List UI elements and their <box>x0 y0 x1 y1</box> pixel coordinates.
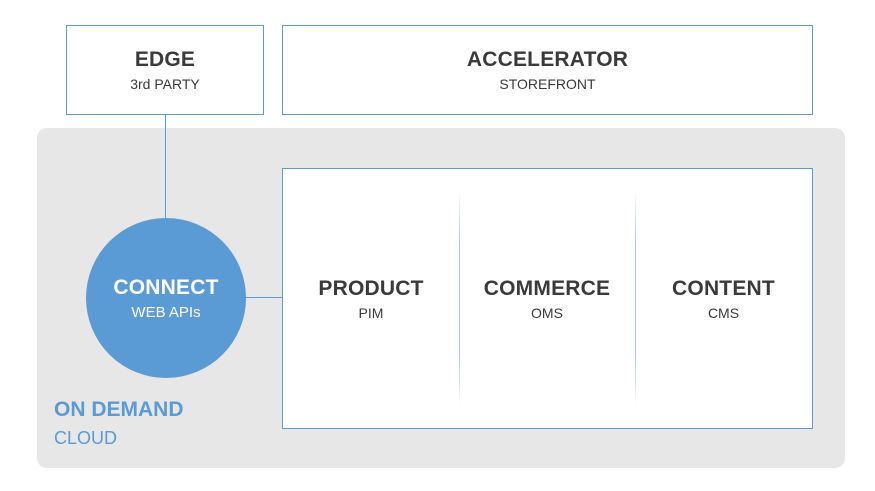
connect-title: CONNECT <box>113 275 219 299</box>
module-product-title: PRODUCT <box>318 276 424 300</box>
connect-subtitle: WEB APIs <box>131 303 201 321</box>
module-product-subtitle: PIM <box>358 304 384 321</box>
connect-content: CONNECT WEB APIs <box>86 218 246 378</box>
edge-content: EDGE 3rd PARTY <box>67 26 263 114</box>
accelerator-content: ACCELERATOR STOREFRONT <box>283 26 812 114</box>
edge-connect-connector <box>165 115 166 220</box>
accelerator-subtitle: STOREFRONT <box>499 76 596 92</box>
edge-subtitle: 3rd PARTY <box>130 76 200 92</box>
module-content-subtitle: CMS <box>707 304 740 321</box>
module-content: CONTENT CMS <box>635 169 812 428</box>
module-commerce-subtitle: OMS <box>531 304 563 321</box>
module-content-title: CONTENT <box>672 276 775 300</box>
on-demand-title: ON DEMAND <box>54 398 184 421</box>
connect-circle: CONNECT WEB APIs <box>86 218 246 378</box>
on-demand-subtitle: CLOUD <box>54 428 118 448</box>
accelerator-title: ACCELERATOR <box>466 48 629 71</box>
module-divider <box>459 191 460 406</box>
module-commerce-title: COMMERCE <box>483 276 611 300</box>
module-commerce: COMMERCE OMS <box>459 169 635 428</box>
module-divider <box>635 191 636 406</box>
edge-box: EDGE 3rd PARTY <box>66 25 264 115</box>
modules-box: PRODUCT PIM COMMERCE OMS CONTENT CMS <box>282 168 813 429</box>
edge-title: EDGE <box>134 48 196 71</box>
accelerator-box: ACCELERATOR STOREFRONT <box>282 25 813 115</box>
module-product: PRODUCT PIM <box>283 169 459 428</box>
connect-modules-connector <box>243 297 283 298</box>
